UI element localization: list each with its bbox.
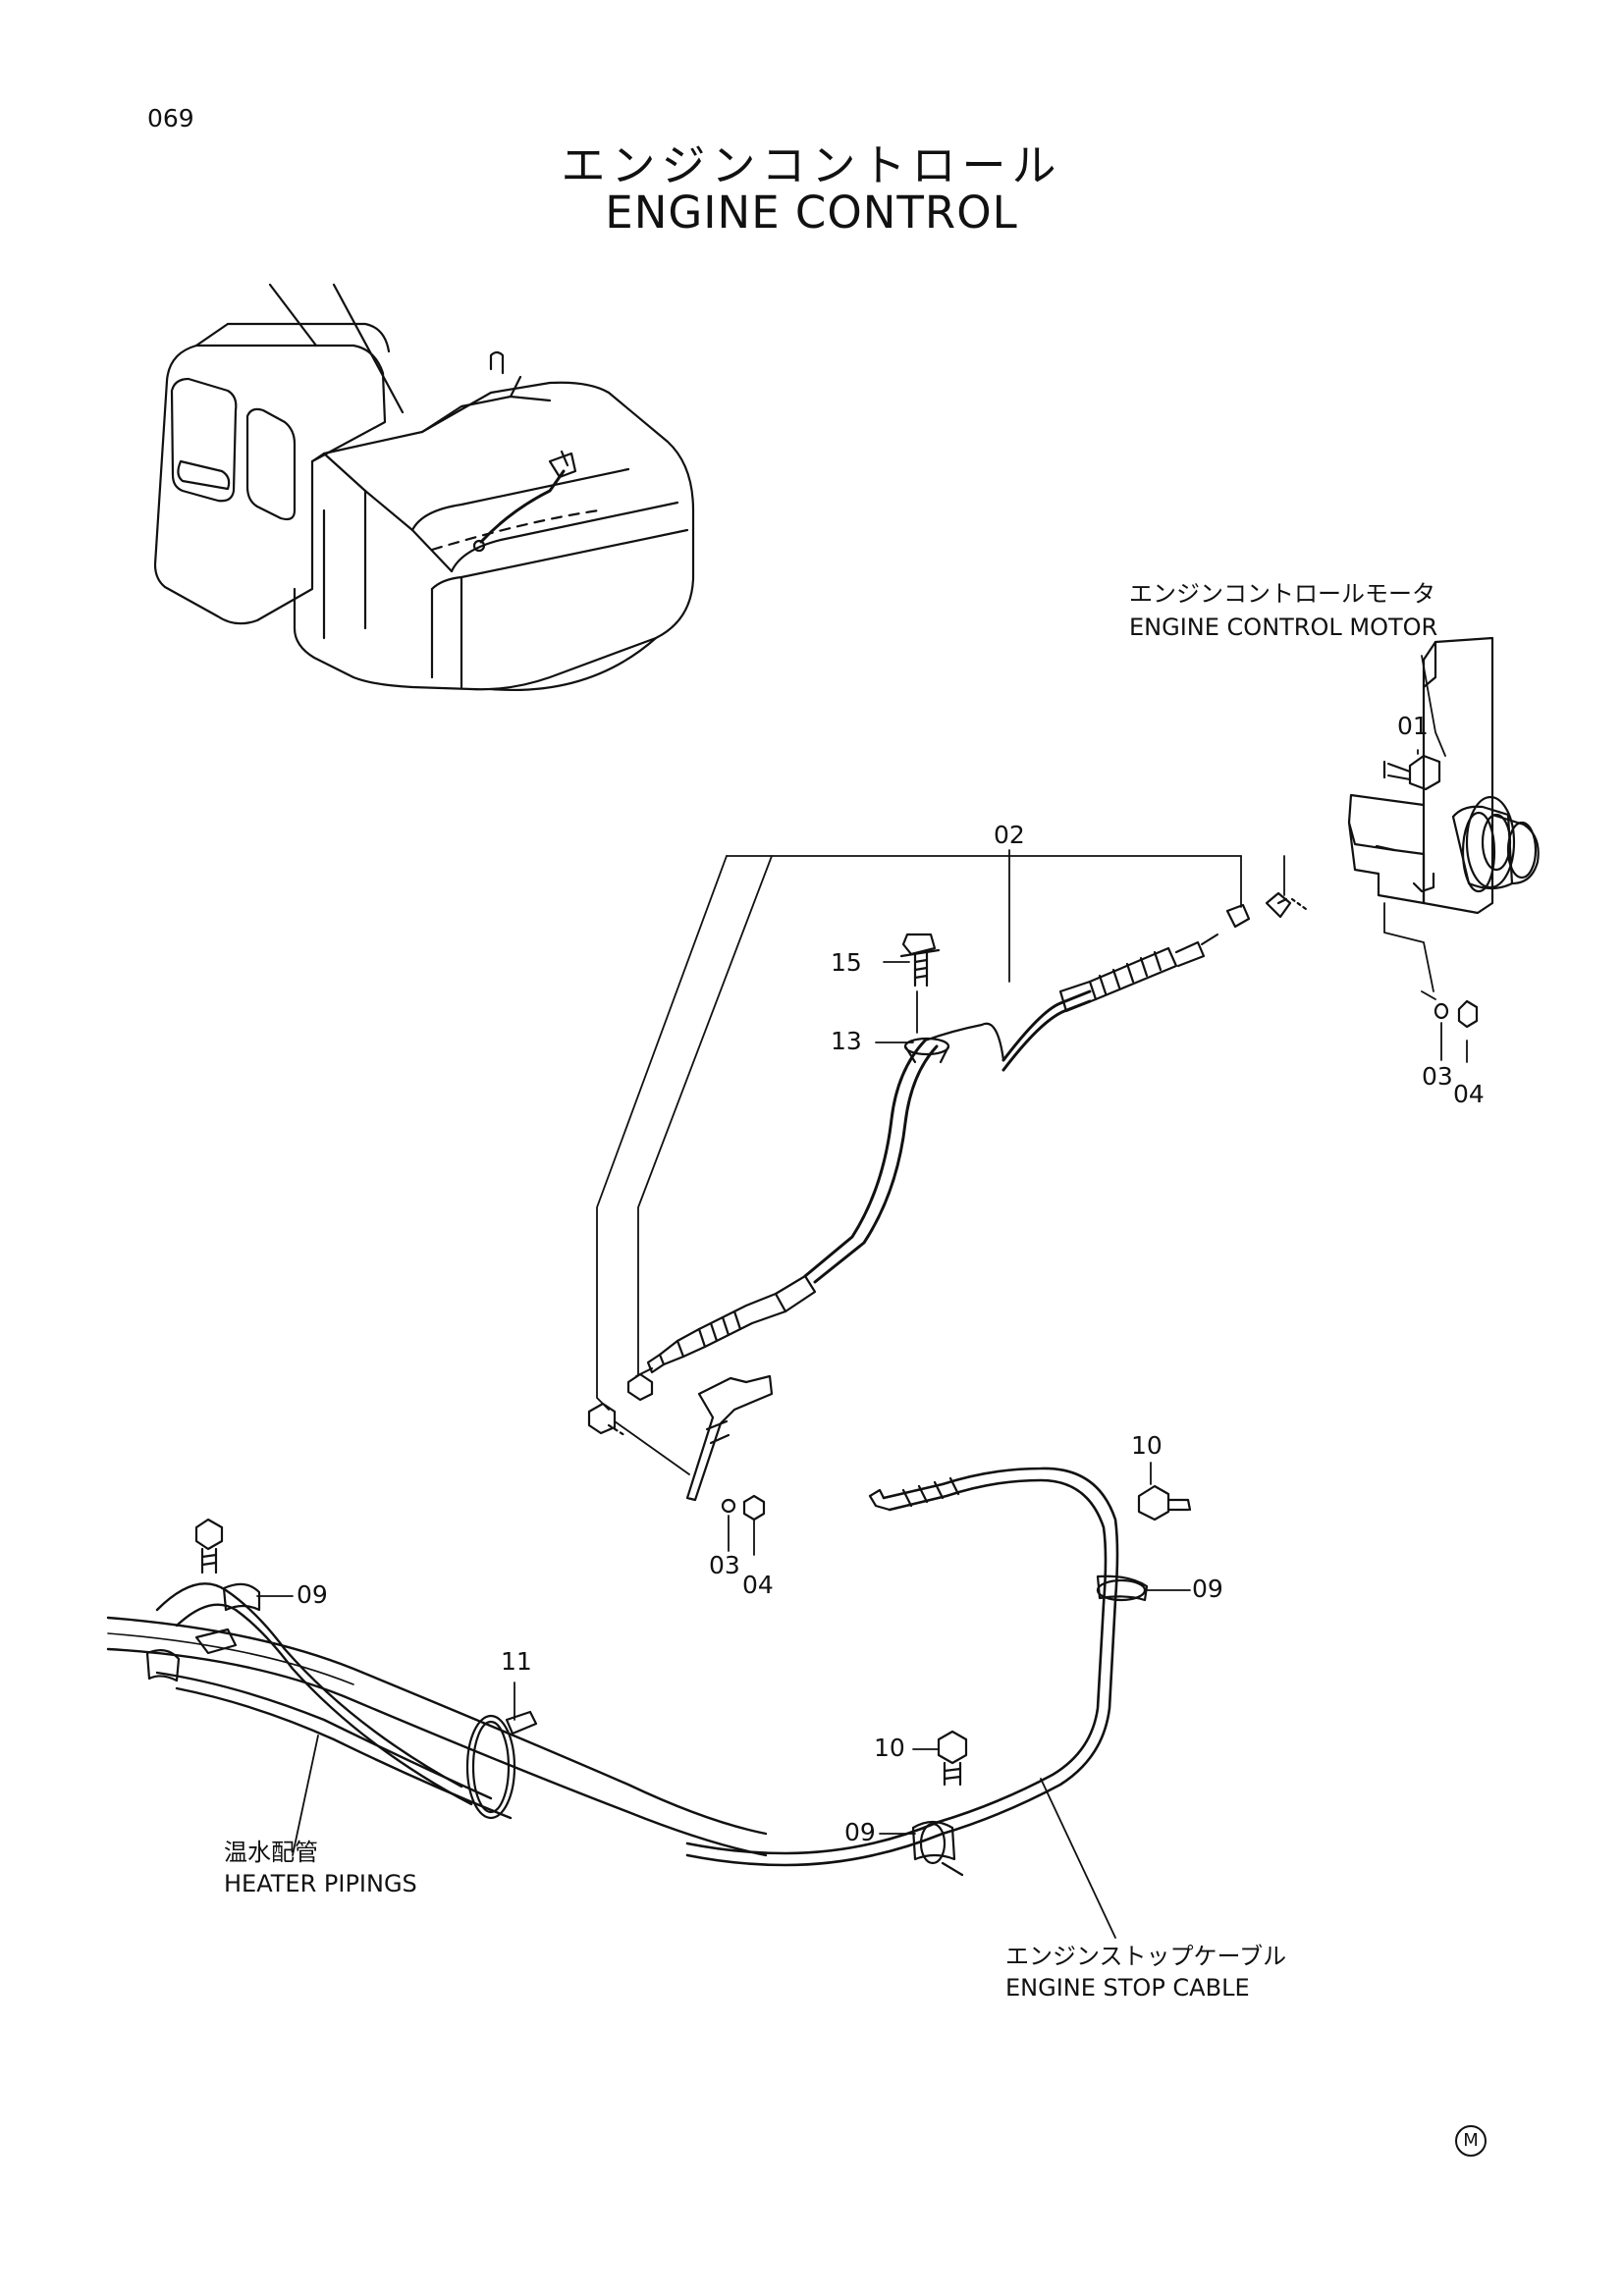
page-number: 069 xyxy=(147,104,194,133)
callout-11: 11 xyxy=(501,1647,532,1676)
callout-04-right: 04 xyxy=(1453,1080,1485,1108)
washer-nut-right xyxy=(1434,999,1479,1029)
callout-09-right: 09 xyxy=(1192,1575,1223,1603)
callout-09-bottom: 09 xyxy=(844,1818,876,1846)
callout-01: 01 xyxy=(1397,712,1429,740)
heater-label-english: HEATER PIPINGS xyxy=(224,1870,417,1897)
excavator-overview-illustration xyxy=(153,283,695,691)
heater-label-japanese: 温水配管 xyxy=(224,1839,318,1866)
throttle-cable-illustration xyxy=(587,891,1308,1522)
engine-control-motor-illustration xyxy=(1347,636,1540,915)
stop-cable-label-english: ENGINE STOP CABLE xyxy=(1005,1974,1250,2002)
motor-label-japanese: エンジンコントロールモータ xyxy=(1129,580,1435,608)
callout-13: 13 xyxy=(831,1027,862,1055)
leader-lines xyxy=(256,655,1468,1939)
callout-10-right: 10 xyxy=(1131,1431,1163,1460)
callout-09-left: 09 xyxy=(297,1580,328,1609)
motor-label-english: ENGINE CONTROL MOTOR xyxy=(1129,614,1438,641)
callout-03-right: 03 xyxy=(1422,1062,1453,1091)
stop-cable-and-heater-illustration xyxy=(106,1467,1192,1877)
callout-04-mid: 04 xyxy=(742,1571,774,1599)
stop-cable-label-japanese: エンジンストップケーブル xyxy=(1005,1943,1287,1970)
callout-10-bottom: 10 xyxy=(874,1734,905,1762)
callout-03-mid: 03 xyxy=(709,1551,740,1579)
page-title-japanese: エンジンコントロール xyxy=(561,139,1062,191)
callout-15: 15 xyxy=(831,948,862,977)
page-title-english: ENGINE CONTROL xyxy=(605,187,1018,239)
m-mark-logo: M xyxy=(1455,2125,1487,2157)
callout-02: 02 xyxy=(994,821,1025,849)
